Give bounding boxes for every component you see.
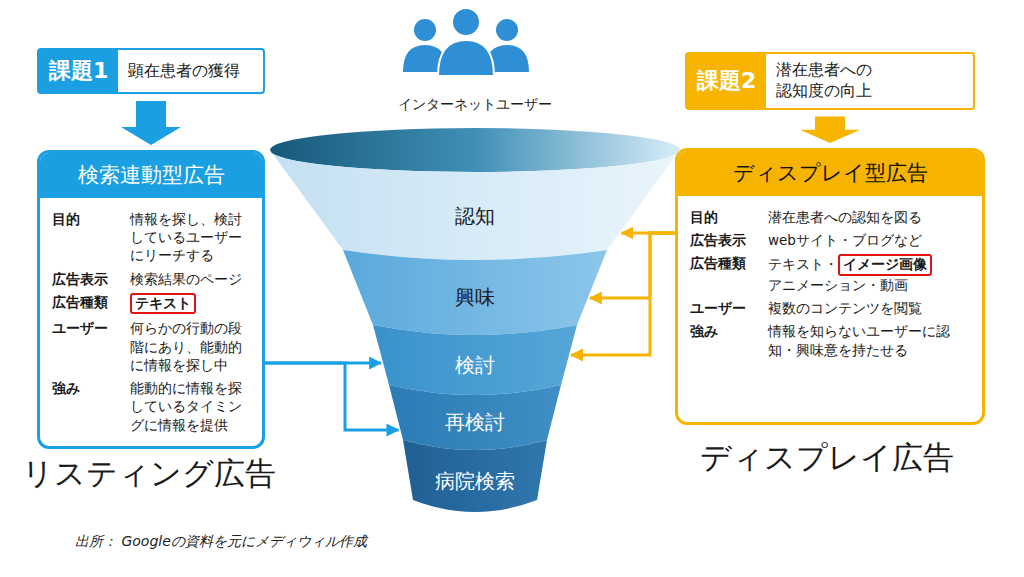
row-label: 広告種類 xyxy=(52,293,130,315)
funnel-band: 検討 xyxy=(373,325,577,395)
panel-body: 目的潜在患者への認知を図る広告表示webサイト・ブログなど広告種類テキスト・イメ… xyxy=(678,196,982,371)
block-arrow xyxy=(800,117,860,143)
funnel-band: 認知 xyxy=(270,150,680,260)
band-fill xyxy=(403,440,547,512)
block-arrow xyxy=(121,101,181,145)
highlight-box: イメージ画像 xyxy=(838,254,932,276)
people-icon xyxy=(403,8,529,76)
row-label: 目的 xyxy=(52,210,130,265)
caption: 出所： Googleの資料を元にメディウィル作成 xyxy=(75,533,367,551)
row-value-cell: テキスト xyxy=(130,293,252,315)
issue-number: 課題2 xyxy=(687,54,766,108)
row-value-cell: 検索結果のページ xyxy=(130,270,252,288)
row-value: アニメーション・動画 xyxy=(768,276,972,294)
panel-body: 目的情報を探し、検討しているユーザーにリーチする広告表示検索結果のページ広告種類… xyxy=(40,198,262,446)
highlighted-text: テキスト xyxy=(135,295,191,311)
row-value: 潜在患者への認知を図る xyxy=(768,209,922,225)
band-label: 再検討 xyxy=(445,409,505,436)
band-fill xyxy=(343,250,607,335)
row-value: 能動的に情報を探しているタイミングに情報を提供 xyxy=(130,380,242,432)
row-label: ユーザー xyxy=(52,319,130,374)
connector-arrow xyxy=(265,363,398,430)
highlighted-text: イメージ画像 xyxy=(843,256,927,272)
row-label: ユーザー xyxy=(690,299,768,317)
band-fill xyxy=(270,150,680,260)
funnel-rim xyxy=(270,128,680,172)
band-label: 病院検索 xyxy=(435,468,515,495)
row-label: 広告表示 xyxy=(690,231,768,249)
free-label: リスティング広告 xyxy=(22,453,276,495)
row-value: 検索結果のページ xyxy=(130,271,242,287)
funnel-band: 再検討 xyxy=(389,385,561,450)
ad-type-panel: ディスプレイ型広告目的潜在患者への認知を図る広告表示webサイト・ブログなど広告… xyxy=(675,148,985,425)
row-value: 情報を探し、検討しているユーザーにリーチする xyxy=(130,211,242,263)
row-value: 複数のコンテンツを閲覧 xyxy=(768,300,922,316)
row-value: 情報を知らないユーザーに認知・興味意を持たせる xyxy=(768,323,950,357)
row-value: webサイト・ブログなど xyxy=(768,232,922,248)
highlight-box: テキスト xyxy=(130,293,196,315)
row-value: テキスト・ xyxy=(768,256,838,272)
row-label: 強み xyxy=(690,322,768,358)
issue-number: 課題1 xyxy=(39,50,118,92)
ad-type-panel: 検索連動型広告目的情報を探し、検討しているユーザーにリーチする広告表示検索結果の… xyxy=(37,150,265,449)
free-label: ディスプレイ広告 xyxy=(700,437,954,479)
issue-text: 顕在患者の獲得 xyxy=(118,50,250,92)
row-value-cell: テキスト・イメージ画像アニメーション・動画 xyxy=(768,254,972,294)
issue-text: 潜在患者への認知度の向上 xyxy=(766,54,885,108)
panel-heading: ディスプレイ型広告 xyxy=(678,151,982,196)
row-value-cell: 潜在患者への認知を図る xyxy=(768,208,972,226)
row-value-cell: 能動的に情報を探しているタイミングに情報を提供 xyxy=(130,379,252,434)
row-value-cell: 情報を知らないユーザーに認知・興味意を持たせる xyxy=(768,322,972,358)
panel-heading: 検索連動型広告 xyxy=(40,153,262,198)
band-fill xyxy=(373,325,577,395)
row-label: 広告種類 xyxy=(690,254,768,294)
band-label: 検討 xyxy=(455,352,495,379)
row-label: 目的 xyxy=(690,208,768,226)
issue-box: 課題1顕在患者の獲得 xyxy=(37,48,265,94)
row-value: 何らかの行動の段階にあり、能動的に情報を探し中 xyxy=(130,320,242,372)
row-value-cell: webサイト・ブログなど xyxy=(768,231,972,249)
band-label: 認知 xyxy=(455,203,495,230)
band-label: 興味 xyxy=(455,284,495,311)
node-slot: テキスト xyxy=(130,295,196,311)
free-label: インターネットユーザー xyxy=(375,96,575,114)
row-value-cell: 情報を探し、検討しているユーザーにリーチする xyxy=(130,210,252,265)
band-fill xyxy=(389,385,561,450)
node-slot: イメージ画像 xyxy=(838,256,932,272)
row-value-cell: 複数のコンテンツを閲覧 xyxy=(768,299,972,317)
row-label: 強み xyxy=(52,379,130,434)
issue-box: 課題2潜在患者への認知度の向上 xyxy=(685,52,975,110)
funnel-band: 病院検索 xyxy=(403,440,547,512)
row-value-cell: 何らかの行動の段階にあり、能動的に情報を探し中 xyxy=(130,319,252,374)
row-label: 広告表示 xyxy=(52,270,130,288)
funnel-band: 興味 xyxy=(343,250,607,335)
